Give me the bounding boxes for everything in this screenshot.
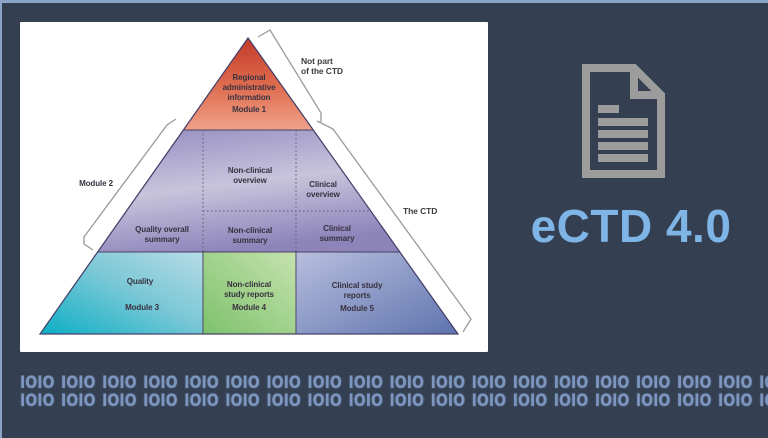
module4-name: Module 4 — [232, 303, 266, 312]
annotation-not-part-of-ctd: Not part of the CTD — [301, 56, 343, 76]
ctd-pyramid-diagram — [38, 29, 472, 335]
module3-region — [39, 251, 204, 335]
annotation-the-ctd: The CTD — [403, 206, 438, 216]
bracket-module2 — [83, 118, 177, 251]
ectd-title: eCTD 4.0 — [530, 200, 732, 252]
binary-row-1: IOIO IOIO IOIO IOIO IOIO IOIO IOIO IOIO … — [20, 375, 768, 393]
ctd-pyramid-card: Regional administrative information Modu… — [20, 22, 488, 352]
module1-name: Module 1 — [232, 105, 266, 114]
cell-clinical-overview: Clinical overview — [306, 180, 340, 199]
module5-name: Module 5 — [340, 304, 374, 313]
module3-name: Module 3 — [125, 303, 159, 312]
module5-label: Clinical study reports — [331, 281, 383, 300]
module1-label: Regional administrative information — [222, 73, 276, 102]
cell-nonclinical-summary: Non-clinical summary — [227, 226, 273, 245]
pyramid-outline — [38, 36, 460, 335]
module4-label: Non-clinical study reports — [224, 280, 274, 299]
document-icon — [582, 64, 665, 178]
binary-row-2: IOIO IOIO IOIO IOIO IOIO IOIO IOIO IOIO … — [20, 390, 768, 410]
cell-clinical-summary: Clinical summary — [319, 224, 355, 243]
module2-bracket-label: Module 2 — [79, 179, 113, 188]
bracket-the-ctd — [316, 120, 472, 333]
cell-quality-overall-summary: Quality overall summary — [135, 225, 189, 244]
cell-nonclinical-overview: Non-clinical overview — [227, 166, 273, 185]
binary-strip: IOIO IOIO IOIO IOIO IOIO IOIO IOIO IOIO … — [20, 375, 768, 410]
module3-label: Quality — [126, 277, 154, 286]
bracket-not-part-of-ctd — [257, 29, 322, 122]
